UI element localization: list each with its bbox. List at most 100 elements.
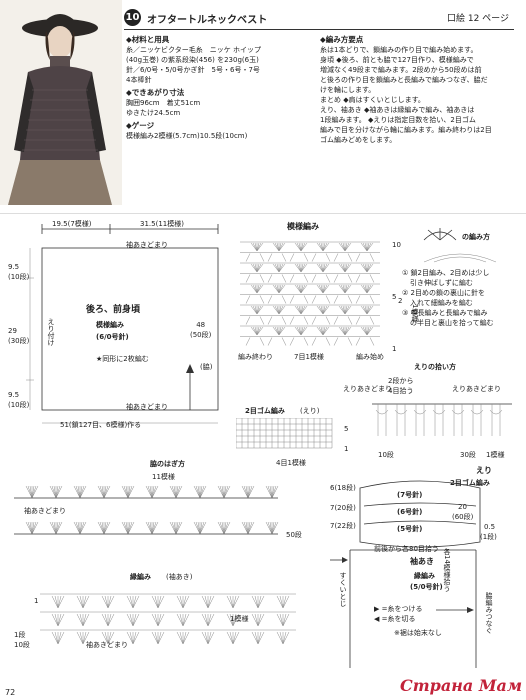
materials-line: 針／6/0号・5/0号かぎ針 5号・6号・7号: [126, 66, 260, 74]
cut-icon: ◀: [374, 615, 382, 623]
pickup-left-bottom: 10段: [378, 451, 394, 459]
sleeve-right-label-a: 各14模様拾う: [443, 548, 451, 592]
howto-illustration: [423, 253, 497, 263]
gauge-heading: ◆ゲージ: [126, 121, 155, 130]
sleeve-subtitle: 縁編み: [414, 572, 435, 580]
collar-diagram: [359, 480, 481, 548]
legend-note: ※裾は始末なし: [394, 629, 442, 637]
instructions-section: ◆編み方要点 糸は1本どりで、鎖編みの作り目で編み始めます。 身頃 ◆後ろ、前と…: [320, 34, 520, 145]
instruction-line: 編みで目を分けながら輪に編みます。編み終わりは2目: [320, 126, 492, 134]
section-divider: [0, 213, 526, 214]
edge-title: 縁編み: [130, 573, 151, 581]
pattern-number: 10: [124, 9, 141, 26]
instruction-line: 身頃 ◆後ろ、前とも脇で127目作り、模様編みで: [320, 56, 474, 64]
materials-heading: ◆材料と用具: [126, 35, 170, 44]
howto-title: の編み方: [462, 233, 490, 241]
dim-top-right: 31.5(11模様): [140, 220, 184, 228]
side-dim-top: 9.5 (10段): [8, 263, 30, 281]
materials-section: ◆材料と用具 糸／ニッケビクター毛糸 ニッケ ホイップ (40g玉巻) の紫系段…: [126, 34, 316, 141]
legend-cut: ◀ =糸を切る: [374, 615, 416, 623]
edge-subtitle: (袖あき): [166, 573, 193, 581]
model-photo: [0, 0, 122, 205]
fan-stitch-icon: [423, 228, 457, 241]
rib-row-5: 5: [344, 425, 349, 433]
sleeve-right-label-b: 脇編みつなぐ: [485, 592, 493, 634]
pickup-right-label: えりあきどまり: [452, 385, 501, 393]
collar-title: えり: [476, 466, 492, 475]
howto-item: ② 2目めの鎖の裏山に針を: [402, 289, 485, 297]
label-sleeve-top: 袖あきどまり: [126, 241, 168, 249]
edge-row0-label: 10段: [14, 641, 30, 649]
side-dim-bottom: 9.5 (10段): [8, 391, 30, 409]
sleeve-title: 袖あき: [410, 557, 434, 566]
collar-pickup: 前後から各80目拾う: [374, 545, 439, 553]
size-line: ゆきたけ24.5cm: [126, 109, 181, 117]
pickup-right-bottom: 30段: [460, 451, 476, 459]
pattern-title: オフタートルネックベスト: [147, 15, 268, 26]
body-bottom-dim: 51(鎖127目、6模様)作る: [60, 421, 142, 429]
collar-row-3-needle: (5号針): [397, 525, 423, 533]
body-note: ★同形に2枚編む: [96, 355, 149, 363]
instruction-line: 糸は1本どりで、鎖編みの作り目で編み始めます。: [320, 46, 478, 54]
body-subtitle: 模様編み: [96, 321, 124, 329]
edge-diagram: [40, 593, 296, 645]
instruction-line: と後ろの作り目を鎖編みと長編みで編みつなぎ、脇だ: [320, 76, 488, 84]
pattern-start-label: 編み始め: [356, 353, 384, 361]
pattern-chart: [240, 241, 380, 346]
side-dim-mid: 29 (30段): [8, 327, 30, 345]
legend: ▶ =糸をつける ◀ =糸を切る ※裾は始末なし: [374, 604, 442, 638]
instructions-heading: ◆編み方要点: [320, 35, 364, 44]
pattern-row-5: 5: [392, 293, 397, 301]
rib-chart: [236, 418, 333, 449]
legend-join: ▶ =糸をつける: [374, 605, 423, 613]
gauge-line: 模様編み2模様(5.7cm)10.5段(10cm): [126, 132, 248, 140]
collar-row-1-dim: 6(18段): [330, 484, 356, 492]
pickup-title: えりの拾い方: [414, 363, 456, 371]
collar-half-row: (1段): [480, 533, 497, 541]
header-rule: [124, 29, 514, 30]
pattern-chart-title: 模様編み: [287, 222, 319, 231]
instruction-line: けを輪にします。: [320, 86, 376, 94]
instruction-line: ゴム編みどめをします。: [320, 136, 397, 144]
rib-title: 2目ゴム編み: [245, 407, 285, 415]
howto-list: ① 鎖2目編み、2目めは少し 引き伸ばしずに編む ② 2目めの鎖の裏山に針を 入…: [402, 268, 494, 328]
sleeve-left-label: すくいとじ: [339, 572, 347, 607]
edge-row1-label: 1段: [14, 631, 26, 639]
collar-right-dim: 20: [458, 503, 467, 511]
instruction-line: まとめ ◆肩はすくいとじします。: [320, 96, 425, 104]
collar-row-1-needle: (7号針): [397, 491, 423, 499]
edge-repeat: 1模様: [230, 615, 249, 623]
howto-item: 引き伸ばしずに編む: [410, 279, 473, 287]
label-sleeve-bottom: 袖あきどまり: [126, 403, 168, 411]
howto-item: ① 鎖2目編み、2目めは少し: [402, 269, 490, 277]
rib-row-1: 1: [344, 445, 349, 453]
rib-repeat: 4目1模様: [276, 459, 306, 467]
howto-item: ③ 中長編みと長編みで編み: [402, 309, 488, 317]
body-title: 後ろ、前身頃: [86, 305, 141, 315]
edge-sleeve-label: 袖あきどまり: [86, 641, 128, 649]
pattern-row-10: 10: [392, 241, 401, 249]
sleeve-diagram: [330, 549, 477, 668]
sleeve-needle: (5/0号針): [410, 583, 443, 591]
pickup-count: 1模様: [486, 451, 505, 459]
collar-row-3-dim: 7(22段): [330, 522, 356, 530]
dim-top-left: 19.5(7模様): [52, 220, 92, 228]
size-heading: ◆できあがり寸法: [126, 88, 185, 97]
side-seam-repeat: 11模様: [152, 473, 175, 481]
instruction-line: 1段編みます。 ◆えりは指定目数を拾い、2目ゴム: [320, 116, 476, 124]
materials-line: 4本棒針: [126, 76, 152, 84]
howto-item: 入れて細編みを編む: [410, 299, 473, 307]
body-diagram: [26, 224, 219, 424]
collar-right-rows: (60段): [452, 513, 474, 521]
page-number: 72: [5, 688, 16, 697]
side-seam-row-label: 50段: [286, 531, 302, 539]
pattern-end-label: 編み終わり: [238, 353, 273, 361]
pattern-row-1: 1: [392, 345, 397, 353]
instruction-line: えり、袖あき ◆袖あきは縁編みで編み、袖あきは: [320, 106, 475, 114]
collar-row-2-dim: 7(20段): [330, 504, 356, 512]
join-icon: ▶: [374, 605, 382, 613]
pattern-repeat-bottom: 7目1模様: [294, 353, 324, 361]
collar-subtitle: 2目ゴム編み: [450, 479, 490, 487]
collar-row-2-needle: (6号針): [397, 508, 423, 516]
instruction-line: 増減なく49段まで編みます。2段めから50段めは前: [320, 66, 482, 74]
